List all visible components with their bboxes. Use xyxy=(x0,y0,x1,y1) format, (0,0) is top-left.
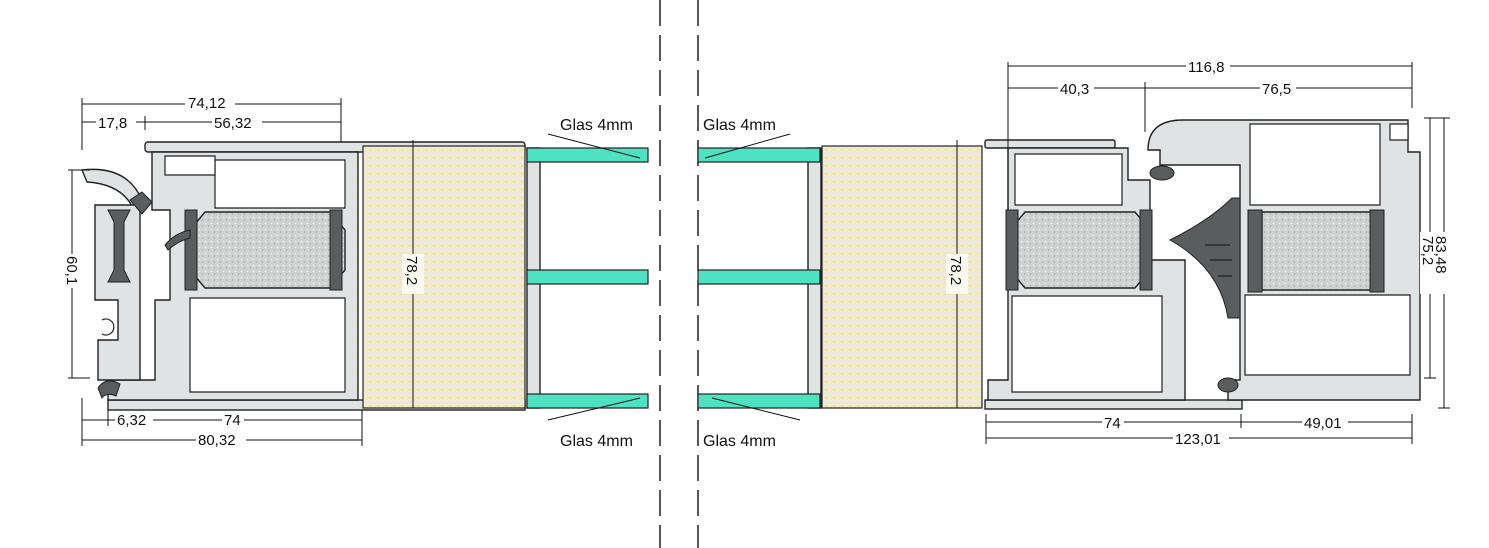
right-top-cover-plate xyxy=(984,139,1116,149)
right-center-gasket xyxy=(1168,197,1241,319)
right-frame-upper-chamber xyxy=(1014,153,1123,206)
right-glass-bottom-leader xyxy=(711,397,801,421)
right-bottom-cover-plate xyxy=(984,399,1243,410)
dim-right-height-outer: 83,48 xyxy=(1432,236,1449,274)
right-frame-break-strips xyxy=(1005,209,1153,291)
left-outer-break-strip xyxy=(107,209,131,283)
left-top-seal xyxy=(129,191,153,215)
left-glass-bottom-label: Glas 4mm xyxy=(560,433,633,450)
left-insulated-panel xyxy=(362,145,526,409)
dim-right-bottom-total: 123,01 xyxy=(1175,431,1221,448)
right-sash-insulation xyxy=(1261,211,1373,291)
left-bottom-seal xyxy=(97,380,121,400)
left-lower-chamber xyxy=(189,297,346,393)
right-glass-top-label: Glas 4mm xyxy=(703,117,776,134)
left-glass-top xyxy=(526,147,649,163)
left-thermal-insulation xyxy=(189,211,346,289)
right-sash-top-groove xyxy=(1389,123,1409,141)
left-glass-top-leader xyxy=(547,133,641,159)
left-inner-gasket xyxy=(164,229,191,251)
dim-left-top-right: 56,32 xyxy=(214,115,252,132)
left-thermal-break-strips xyxy=(184,209,343,291)
right-glass-bottom-label: Glas 4mm xyxy=(703,433,776,450)
dim-right-top-left: 40,3 xyxy=(1060,81,1089,98)
left-glass-top-label: Glas 4mm xyxy=(560,117,633,134)
left-outer-profile xyxy=(94,204,141,381)
dim-right-bottom-right: 49,01 xyxy=(1304,415,1342,432)
left-dimensions: 74,12 17,8 56,32 60,1 6,32 74 80,32 78,2 xyxy=(63,94,424,449)
right-bottom-seal xyxy=(1217,377,1239,393)
right-sash-lower-chamber xyxy=(1244,294,1411,376)
left-top-slot xyxy=(164,155,216,176)
left-glass-middle xyxy=(526,269,649,285)
right-frame-lower-chamber xyxy=(1011,295,1163,393)
right-glass-top-leader xyxy=(704,133,791,159)
dim-right-top-right: 76,5 xyxy=(1262,81,1291,98)
dim-left-bottom-left: 6,32 xyxy=(117,412,146,429)
dim-left-bottom-mid: 74 xyxy=(224,412,241,429)
left-section: Glas 4mm Glas 4mm 74,12 17,8 56,32 60,1 xyxy=(63,94,649,450)
right-sash-upper-chamber xyxy=(1249,123,1381,206)
right-center-gasket-ribs xyxy=(1205,244,1232,277)
dim-left-top-total: 74,12 xyxy=(188,95,226,112)
right-frame-insulation xyxy=(1009,211,1151,289)
dim-left-top-left: 17,8 xyxy=(98,115,127,132)
left-upper-chamber xyxy=(214,159,346,209)
right-sash-break-strips xyxy=(1247,209,1385,293)
dim-right-bottom-left: 74 xyxy=(1104,415,1121,432)
right-glass-middle xyxy=(697,269,821,285)
right-section: Glas 4mm Glas 4mm 116,8 xyxy=(697,58,1454,450)
left-screw-channel xyxy=(101,318,115,336)
dim-right-height-inner: 75,2 xyxy=(1419,236,1436,265)
dim-right-panel-thickness: 78,2 xyxy=(947,256,964,285)
dim-left-height: 60,1 xyxy=(63,256,80,285)
left-glass-bottom-leader xyxy=(547,397,641,421)
left-glass-bottom xyxy=(526,393,649,409)
right-glass-bottom xyxy=(697,393,821,409)
dim-left-bottom-total: 80,32 xyxy=(198,432,236,449)
dim-left-panel-thickness: 78,2 xyxy=(403,256,420,285)
dim-right-top-total: 116,8 xyxy=(1188,59,1224,76)
right-top-seal xyxy=(1149,165,1175,181)
right-dimensions: 116,8 40,3 76,5 83,48 75,2 74 49,01 123,… xyxy=(946,58,1454,448)
